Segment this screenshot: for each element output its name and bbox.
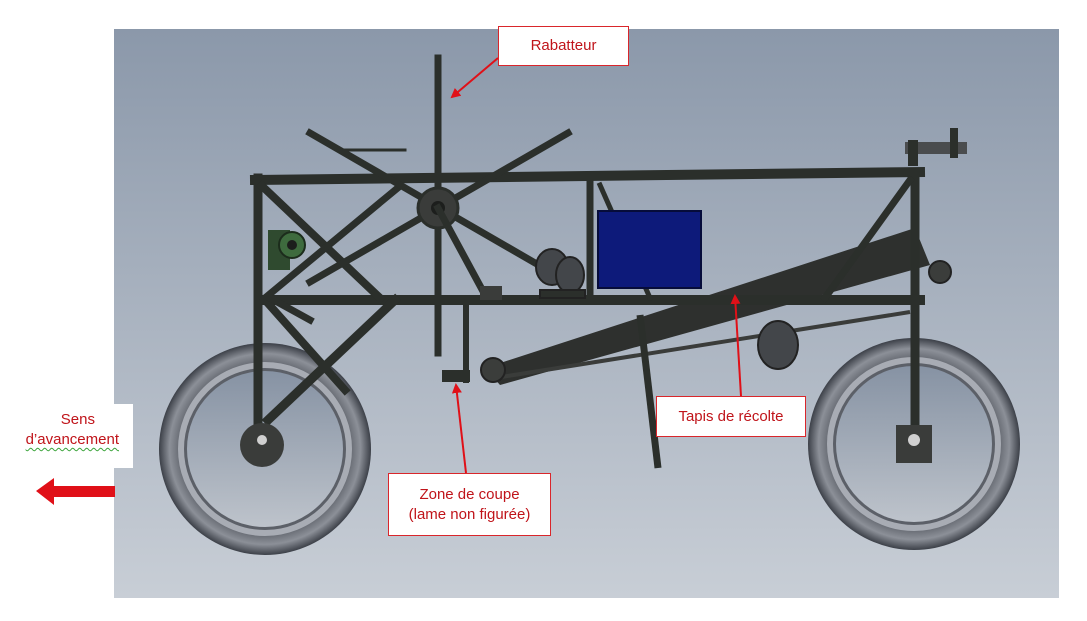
tapis-text: Tapis de récolte xyxy=(678,407,784,425)
front-bearing xyxy=(268,230,306,270)
rabatteur-label: Rabatteur xyxy=(498,26,629,66)
harvest-belt xyxy=(485,228,930,385)
blue-box xyxy=(597,210,702,289)
belt-strut xyxy=(636,314,662,469)
rollers xyxy=(535,248,799,370)
zone-arrow xyxy=(451,383,467,474)
rabatteur-text: Rabatteur xyxy=(530,37,597,54)
direction-arrow xyxy=(36,478,115,505)
rear-upright xyxy=(896,302,932,463)
belt-lower-edge xyxy=(494,310,911,380)
front-hub xyxy=(240,423,284,467)
zone-text-line1: Zone de coupe xyxy=(419,485,520,503)
rabatteur-arrow xyxy=(450,57,499,99)
tapis-label: Tapis de récolte xyxy=(656,396,806,437)
zone-label: Zone de coupe (lame non figurée) xyxy=(388,473,551,536)
reel xyxy=(305,54,573,357)
direction-text-line1: Sens xyxy=(60,411,95,428)
zone-text-line2: (lame non figurée) xyxy=(408,505,531,523)
main-frame xyxy=(249,166,926,453)
cutting-support xyxy=(442,286,502,383)
top-handle xyxy=(905,128,967,166)
belt-roller-front xyxy=(480,357,506,383)
direction-label: Sens d’avancement xyxy=(0,404,133,468)
belt-roller-rear xyxy=(928,260,952,284)
tapis-arrow xyxy=(730,294,742,397)
direction-text-line2: d’avancement xyxy=(25,431,119,448)
